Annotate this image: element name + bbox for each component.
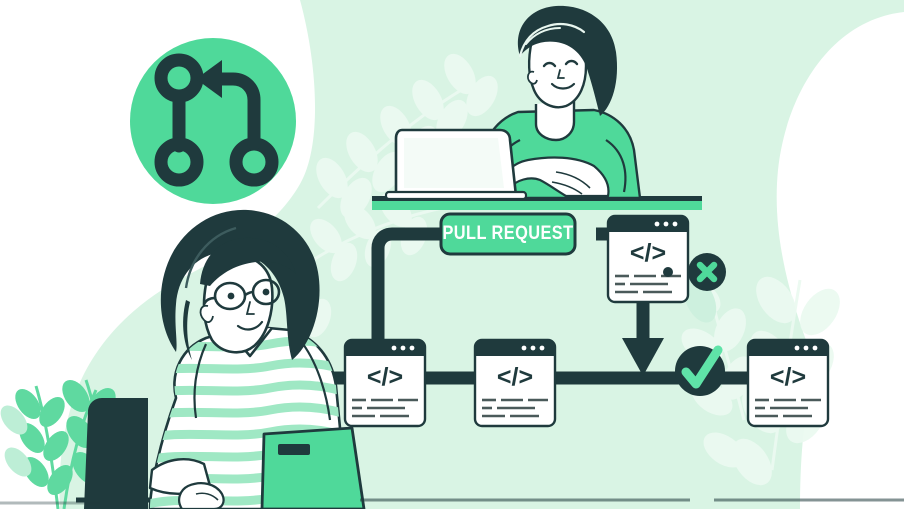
pull-request-icon [154, 53, 279, 187]
code-card-pr-top[interactable] [606, 214, 690, 304]
connector-arrow-down [622, 300, 664, 376]
reviewer-laptop [384, 128, 528, 201]
pull-request-badge[interactable] [439, 212, 577, 256]
logo-circle [130, 38, 296, 204]
developer-laptop[interactable] [260, 426, 366, 509]
glasses-icon [202, 278, 281, 311]
approved-status-badge[interactable] [675, 345, 725, 396]
x-icon [696, 261, 718, 283]
check-icon [681, 345, 723, 389]
pull-request-arrowhead [196, 60, 222, 98]
code-card-commit-1[interactable] [343, 338, 427, 428]
connector-badge-to-commit-1 [371, 227, 448, 352]
developer-head [160, 209, 320, 360]
rejected-status-badge[interactable] [688, 253, 726, 291]
code-card-commit-2[interactable] [473, 338, 557, 428]
reviewer-body [472, 100, 642, 200]
reviewer-head [517, 5, 618, 117]
code-card-merged[interactable] [746, 338, 830, 428]
